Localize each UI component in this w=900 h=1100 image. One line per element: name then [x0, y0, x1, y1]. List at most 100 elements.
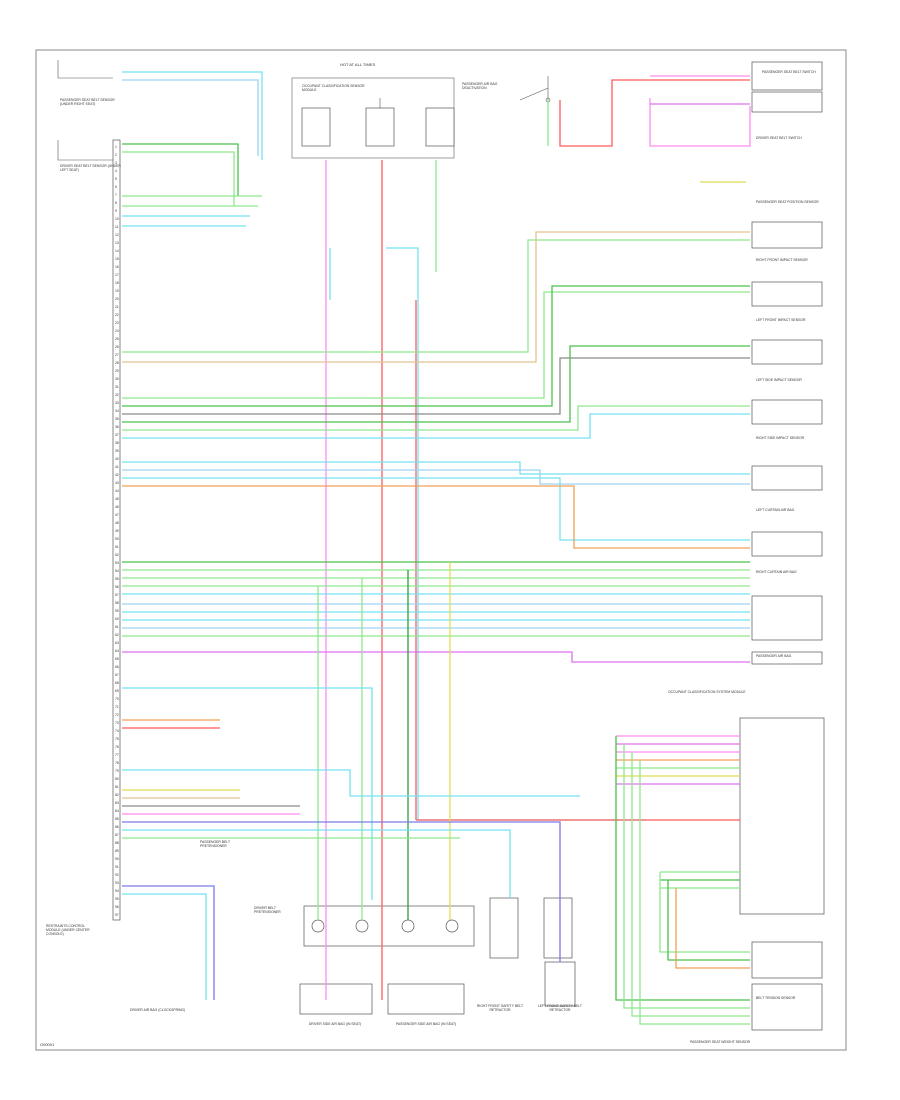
rcm-pin-60: 60 — [115, 617, 119, 621]
rcm-pin-89: 89 — [115, 849, 119, 853]
rcm-pin-35: 35 — [115, 417, 119, 421]
right-connector-2 — [751, 221, 823, 249]
rcm-pin-32: 32 — [115, 393, 119, 397]
rcm-pin-83: 83 — [115, 801, 119, 805]
bottom-connector-2 — [387, 983, 465, 1015]
wire-rcm-right-4 — [122, 357, 750, 415]
restraints-control-module-connector — [112, 139, 121, 921]
bottom-connector-4 — [544, 961, 576, 1007]
rcm-pin-77: 77 — [115, 753, 119, 757]
rcm-pin-37: 37 — [115, 433, 119, 437]
wire-rcm-right-6 — [122, 405, 750, 431]
wire-dbs-1 — [122, 143, 239, 196]
rcm-pin-31: 31 — [115, 385, 119, 389]
rcm-pin-73: 73 — [115, 721, 119, 725]
bottom-connector-1 — [299, 983, 373, 1015]
rcm-pin-13: 13 — [115, 241, 119, 245]
rcm-pin-66: 66 — [115, 665, 119, 669]
fuse-2 — [365, 107, 395, 147]
rcm-pin-94: 94 — [115, 889, 119, 893]
rcm-pin-96: 96 — [115, 905, 119, 909]
wire-rcm-right-1 — [122, 231, 750, 363]
rlabel-2: DRIVER SEAT BELT SWITCH — [756, 136, 802, 140]
blabel-2: RIGHT FRONT SAFETY BELT RETRACTOR — [476, 1004, 524, 1012]
rcm-pin-53: 53 — [115, 561, 119, 565]
rcm-pin-40: 40 — [115, 457, 119, 461]
rcm-pin-65: 65 — [115, 657, 119, 661]
right-connector-12 — [751, 983, 823, 1031]
rlabel-6: RIGHT SIDE IMPACT SENSOR — [756, 436, 805, 440]
right-connector-6 — [751, 465, 823, 491]
rcm-pin-92: 92 — [115, 873, 119, 877]
right-connector-1 — [751, 91, 823, 113]
oc-module-label: OCCUPANT CLASSIFICATION SENSOR MODULE — [302, 84, 365, 92]
rcm-pin-20: 20 — [115, 297, 119, 301]
rlabel-4: LEFT FRONT IMPACT SENSOR — [756, 318, 806, 322]
rcm-pin-84: 84 — [115, 809, 119, 813]
wire-mid-1 — [122, 687, 373, 900]
rcm-pin-26: 26 — [115, 345, 119, 349]
rlabel-0: PASSENGER SEAT BELT SWITCH — [762, 70, 816, 74]
rlabel-11: BELT TENSION SENSOR — [756, 996, 796, 1000]
wire-switch-pink2 — [649, 98, 751, 147]
wire-pab — [122, 651, 750, 663]
rcm-pin-72: 72 — [115, 713, 119, 717]
passenger-belt-sensor-box — [57, 60, 113, 79]
rcm-pin-41: 41 — [115, 465, 119, 469]
rcm-pin-11: 11 — [115, 225, 119, 229]
wire-curt-1 — [122, 461, 750, 475]
blabel-3: LEFT FRONT SAFETY BELT RETRACTOR — [537, 1004, 583, 1012]
rcm-pin-8: 8 — [115, 201, 117, 205]
rcm-pin-54: 54 — [115, 569, 119, 573]
rcm-pin-86: 86 — [115, 825, 119, 829]
right-connector-3 — [751, 281, 823, 307]
wire-curt-2 — [122, 469, 750, 485]
rcm-pin-88: 88 — [115, 841, 119, 845]
rcm-pin-39: 39 — [115, 449, 119, 453]
wire-rcm-right-5 — [122, 345, 750, 423]
rcm-pin-44: 44 — [115, 489, 119, 493]
rcm-pin-29: 29 — [115, 369, 119, 373]
rcm-pin-28: 28 — [115, 361, 119, 365]
rcm-pin-33: 33 — [115, 401, 119, 405]
rcm-pin-82: 82 — [115, 793, 119, 797]
rcm-pin-18: 18 — [115, 281, 119, 285]
rcm-pin-15: 15 — [115, 257, 119, 261]
blabel-0: DRIVER SIDE AIR BAG (IN SEAT) — [308, 1022, 362, 1026]
rcm-pin-57: 57 — [115, 593, 119, 597]
rcm-pin-52: 52 — [115, 553, 119, 557]
rcm-pin-62: 62 — [115, 633, 119, 637]
rlabel-3: RIGHT FRONT IMPACT SENSOR — [756, 258, 808, 262]
wire-pbs-1 — [122, 71, 263, 160]
rcm-label: RESTRAINTS CONTROL MODULE (UNDER CENTER … — [46, 924, 90, 936]
rcm-pin-27: 27 — [115, 353, 119, 357]
rcm-pin-78: 78 — [115, 761, 119, 765]
rcm-pin-63: 63 — [115, 641, 119, 645]
wire-pbs-2 — [122, 79, 259, 156]
passenger-belt-sensor-label: PASSENGER SEAT BELT SENSOR (UNDER RIGHT … — [60, 98, 115, 106]
wire-curt-3 — [122, 477, 750, 541]
rcm-pin-47: 47 — [115, 513, 119, 517]
fuse-3 — [425, 107, 455, 147]
rlabel-9: PASSENGER AIR BAG — [756, 654, 792, 658]
rcm-pin-58: 58 — [115, 601, 119, 605]
rcm-pin-21: 21 — [115, 305, 119, 309]
hot-at-all-times-label: HOT AT ALL TIMES — [340, 62, 376, 67]
wire-fuse-lb2 — [386, 247, 646, 821]
wire-curt-4 — [122, 485, 750, 549]
right-connector-5 — [751, 399, 823, 425]
right-connector-0 — [751, 61, 823, 91]
wire-ocs-v4 — [639, 760, 750, 1025]
rcm-pin-2: 2 — [115, 153, 117, 157]
rcm-pin-59: 59 — [115, 609, 119, 613]
rcm-pin-90: 90 — [115, 857, 119, 861]
wire-bts-1 — [659, 872, 750, 953]
wire-clk-1 — [122, 885, 215, 1000]
rcm-pin-51: 51 — [115, 545, 119, 549]
rcm-pin-79: 79 — [115, 769, 119, 773]
rcm-pin-9: 9 — [115, 209, 117, 213]
rcm-pin-10: 10 — [115, 217, 119, 221]
wire-switch-red — [559, 79, 750, 147]
rcm-pin-70: 70 — [115, 697, 119, 701]
rcm-pin-17: 17 — [115, 273, 119, 277]
